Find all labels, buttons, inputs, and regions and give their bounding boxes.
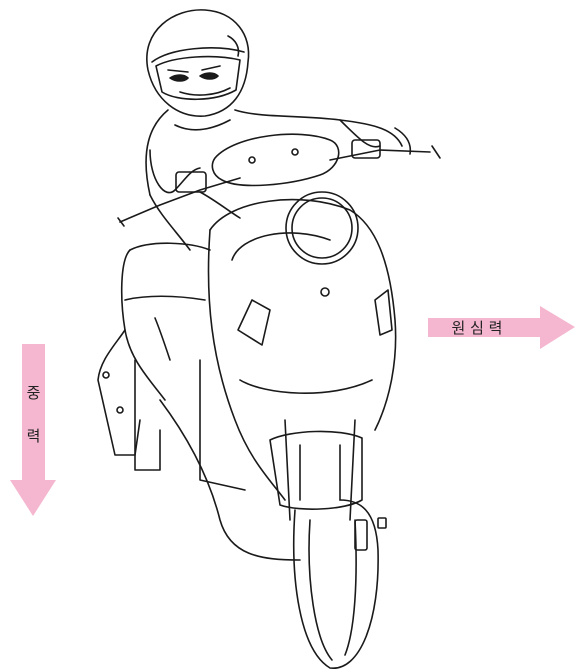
- gravity-label-bottom: 력: [27, 427, 41, 445]
- rider-body: [145, 109, 412, 251]
- handlebars: [117, 139, 441, 227]
- centrifugal-label: 원 심 력: [452, 319, 503, 337]
- gravity-arrow-shape: [10, 344, 56, 516]
- centrifugal-arrow: 원 심 력: [428, 306, 575, 349]
- scooter-rider-illustration: [97, 9, 441, 669]
- gravity-arrow: 중 력: [10, 344, 56, 516]
- helmet: [146, 9, 250, 117]
- rider-eyes: [167, 65, 221, 82]
- headlight: [285, 191, 359, 297]
- centrifugal-arrow-shape: [428, 306, 575, 349]
- seat-rear: [97, 242, 301, 561]
- gravity-label-top: 중: [27, 384, 41, 402]
- front-body: [207, 198, 397, 501]
- front-fork: [269, 419, 363, 521]
- dashboard: [211, 133, 340, 187]
- front-wheel: [292, 499, 387, 669]
